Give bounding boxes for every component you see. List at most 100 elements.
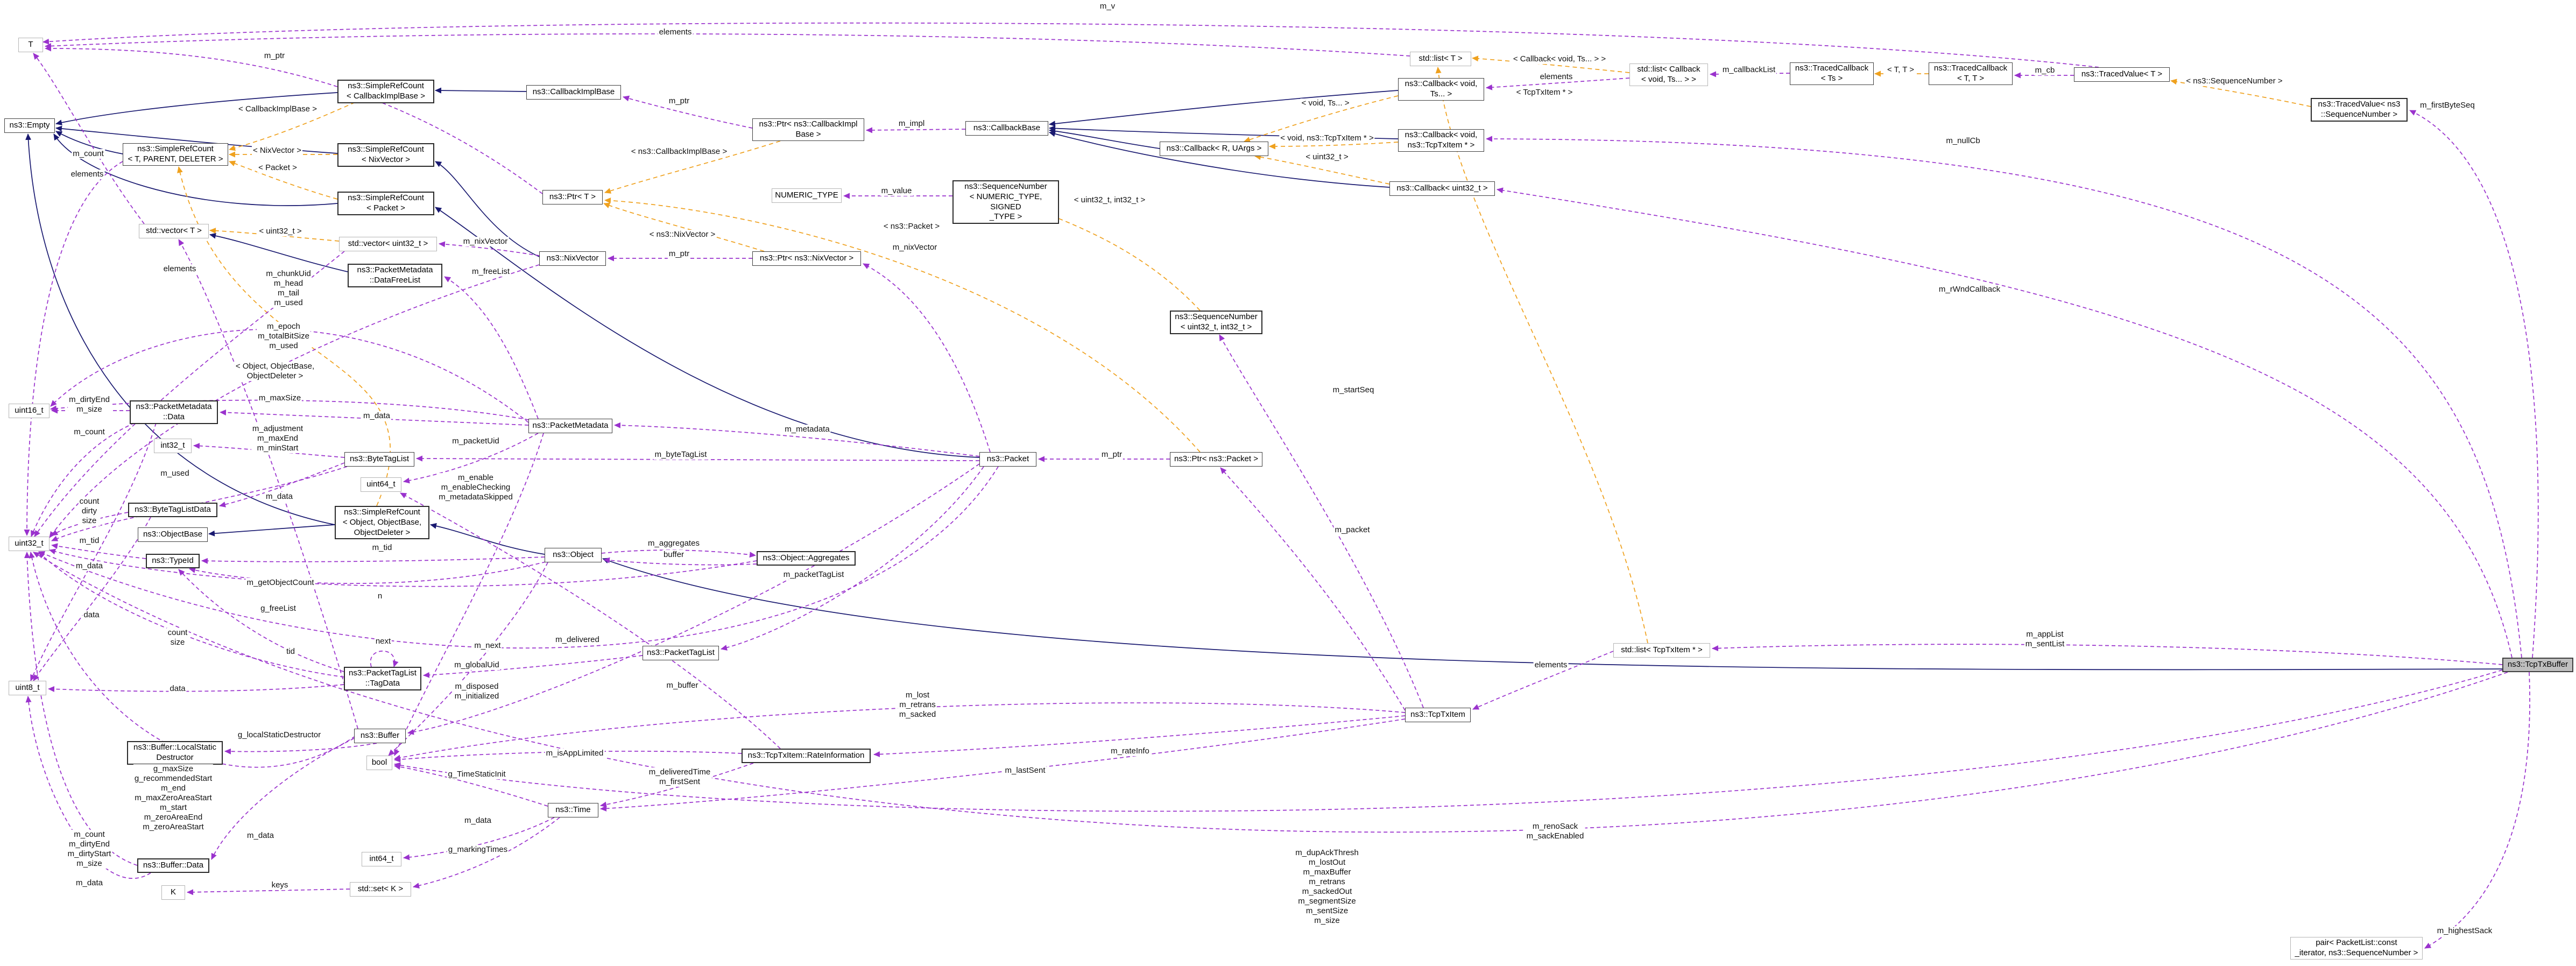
edge-label: m_adjustment m_maxEnd m_minStart (251, 424, 305, 453)
node-cib[interactable]: ns3::CallbackImplBase (526, 85, 621, 100)
edge-label: m_nixVector (462, 237, 509, 246)
edge-label: m_ptr (1100, 450, 1124, 460)
edge-label: m_firstByteSeq (2419, 101, 2476, 110)
edge-label: < Object, ObjectBase, ObjectDeleter > (234, 362, 316, 381)
node-u32[interactable]: uint32_t (9, 537, 50, 551)
edge-member-m_rateInfo (873, 715, 1406, 758)
node-packet[interactable]: ns3::Packet (979, 452, 1036, 467)
edge-member-m_count (24, 552, 138, 866)
node-aggregates[interactable]: ns3::Object::Aggregates (757, 551, 856, 566)
node-bytetaglist[interactable]: ns3::ByteTagList (344, 452, 414, 467)
edge-member-m_disposed (388, 562, 548, 756)
edge-member-elements (1472, 651, 1614, 710)
node-txbuf[interactable]: ns3::TcpTxBuffer (2502, 658, 2573, 672)
node-seq-nt[interactable]: ns3::SequenceNumber < NUMERIC_TYPE, SIGN… (952, 180, 1059, 224)
node-list-cb[interactable]: std::list< Callback < void, Ts... > > (1629, 64, 1708, 86)
node-src-nix[interactable]: ns3::SimpleRefCount < NixVector > (337, 143, 434, 167)
node-seq-u32[interactable]: ns3::SequenceNumber < uint32_t, int32_t … (1170, 311, 1262, 334)
edge-label: m_disposed m_initialized (453, 682, 500, 701)
node-time[interactable]: ns3::Time (548, 803, 598, 817)
node-txitem[interactable]: ns3::TcpTxItem (1405, 708, 1471, 722)
edge-label: tid (285, 647, 296, 657)
edge-member-n (49, 548, 757, 587)
node-rateinfo[interactable]: ns3::TcpTxItem::RateInformation (742, 749, 871, 763)
edge-template-< void, ns3::TcpTxItem * > (1269, 142, 1399, 150)
node-pmd[interactable]: ns3::PacketMetadata (528, 419, 612, 433)
node-btld[interactable]: ns3::ByteTagListData (128, 503, 217, 517)
node-tv-t[interactable]: ns3::TracedValue< T > (2074, 67, 2170, 82)
node-datafreelist[interactable]: ns3::PacketMetadata ::DataFreeList (348, 264, 442, 287)
node-tagdata[interactable]: ns3::PacketTagList ::TagData (344, 667, 421, 690)
node-lsd[interactable]: ns3::Buffer::LocalStatic Destructor (127, 741, 223, 765)
edge-label: m_packetUid (451, 436, 500, 446)
node-ptr-t[interactable]: ns3::Ptr< T > (542, 190, 603, 205)
node-tcb-ts[interactable]: ns3::TracedCallback < Ts > (1790, 62, 1874, 85)
node-callbackbase[interactable]: ns3::CallbackBase (965, 121, 1048, 136)
edge-label: m_cb (2034, 66, 2056, 75)
edge-label: count dirty size (78, 497, 101, 526)
node-bool[interactable]: bool (366, 756, 392, 770)
node-buffer-data[interactable]: ns3::Buffer::Data (137, 858, 209, 873)
node-src-pkt[interactable]: ns3::SimpleRefCount < Packet > (337, 192, 434, 215)
edge-member-m_byteTagList (416, 455, 980, 462)
node-pair[interactable]: pair< PacketList::const _iterator, ns3::… (2290, 937, 2423, 960)
node-cb-txitem[interactable]: ns3::Callback< void, ns3::TcpTxItem * > (1398, 129, 1484, 152)
node-empty[interactable]: ns3::Empty (4, 118, 55, 133)
node-numeric-type[interactable]: NUMERIC_TYPE (772, 188, 842, 203)
node-tcb-tt[interactable]: ns3::TracedCallback < T, T > (1929, 62, 2013, 85)
edge-label: elements (162, 264, 197, 274)
edge-template-< ns3::Packet > (604, 198, 1201, 453)
node-typeid[interactable]: ns3::TypeId (146, 554, 200, 568)
node-list-txi[interactable]: std::list< TcpTxItem * > (1613, 643, 1710, 658)
edge-member-g_TimeStaticInit (394, 764, 548, 807)
node-buffer[interactable]: ns3::Buffer (354, 729, 406, 743)
edge-member-m_buffer (407, 463, 980, 735)
node-i64[interactable]: int64_t (362, 852, 401, 866)
node-u8[interactable]: uint8_t (9, 681, 46, 695)
edge-member-data (33, 517, 151, 681)
node-cb-u32[interactable]: ns3::Callback< uint32_t > (1389, 181, 1495, 196)
edge-label: < TcpTxItem * > (1515, 88, 1574, 97)
edge-label: elements (1533, 660, 1569, 670)
node-src-tpd[interactable]: ns3::SimpleRefCount < T, PARENT, DELETER… (123, 143, 228, 166)
node-objectbase[interactable]: ns3::ObjectBase (138, 527, 208, 542)
edge-label: m_globalUid (453, 660, 500, 670)
node-u64[interactable]: uint64_t (361, 477, 401, 492)
edge-label: m_lost m_retrans m_sacked (898, 690, 937, 720)
edge-label: m_lastSent (1004, 766, 1047, 775)
edge-label: < ns3::Packet > (882, 222, 941, 231)
node-tv-seq[interactable]: ns3::TracedValue< ns3 ::SequenceNumber > (2311, 98, 2408, 122)
edge-label: m_data (74, 561, 104, 571)
node-u16[interactable]: uint16_t (9, 404, 50, 418)
node-src-cib[interactable]: ns3::SimpleRefCount < CallbackImplBase > (337, 80, 434, 103)
node-cb-void[interactable]: ns3::Callback< void, Ts... > (1398, 78, 1484, 101)
node-nixvector[interactable]: ns3::NixVector (539, 251, 606, 266)
node-ptl[interactable]: ns3::PacketTagList (643, 646, 719, 660)
edge-label: m_aggregates (647, 539, 701, 548)
node-i32[interactable]: int32_t (154, 439, 192, 453)
edge-member-m_dupAckThresh (33, 552, 2508, 833)
edge-label: g_maxSize g_recommendedStart m_end m_max… (133, 764, 214, 832)
node-src-obj[interactable]: ns3::SimpleRefCount < Object, ObjectBase… (335, 506, 429, 540)
edge-label: < ns3::NixVector > (648, 230, 717, 239)
node-set-k[interactable]: std::set< K > (350, 882, 411, 897)
node-ptr-cib[interactable]: ns3::Ptr< ns3::CallbackImpl Base > (752, 118, 864, 141)
edge-template-< ns3::CallbackImplBase > (604, 140, 781, 194)
edge-member-m_chunkUid (50, 329, 529, 423)
edge-member-m_packetUid (403, 433, 539, 484)
node-cb-r[interactable]: ns3::Callback< R, UArgs > (1160, 142, 1268, 156)
node-ptr-pkt[interactable]: ns3::Ptr< ns3::Packet > (1170, 452, 1262, 467)
edge-label: < ns3::SequenceNumber > (2185, 76, 2284, 86)
node-list-t[interactable]: std::list< T > (1410, 52, 1471, 66)
node-t[interactable]: T (18, 38, 43, 52)
node-ptr-nix[interactable]: ns3::Ptr< ns3::NixVector > (752, 251, 861, 266)
edge-label: g_freeList (259, 604, 297, 614)
node-k[interactable]: K (161, 885, 185, 900)
node-vec-u32[interactable]: std::vector< uint32_t > (339, 237, 437, 251)
node-object[interactable]: ns3::Object (545, 548, 602, 562)
edge-member-data (48, 684, 344, 692)
edge-member-m_lost (394, 702, 1406, 761)
edge-inherit-8 (430, 523, 545, 555)
node-vec-t[interactable]: std::vector< T > (139, 224, 209, 238)
node-pmd-data[interactable]: ns3::PacketMetadata ::Data (130, 400, 218, 424)
